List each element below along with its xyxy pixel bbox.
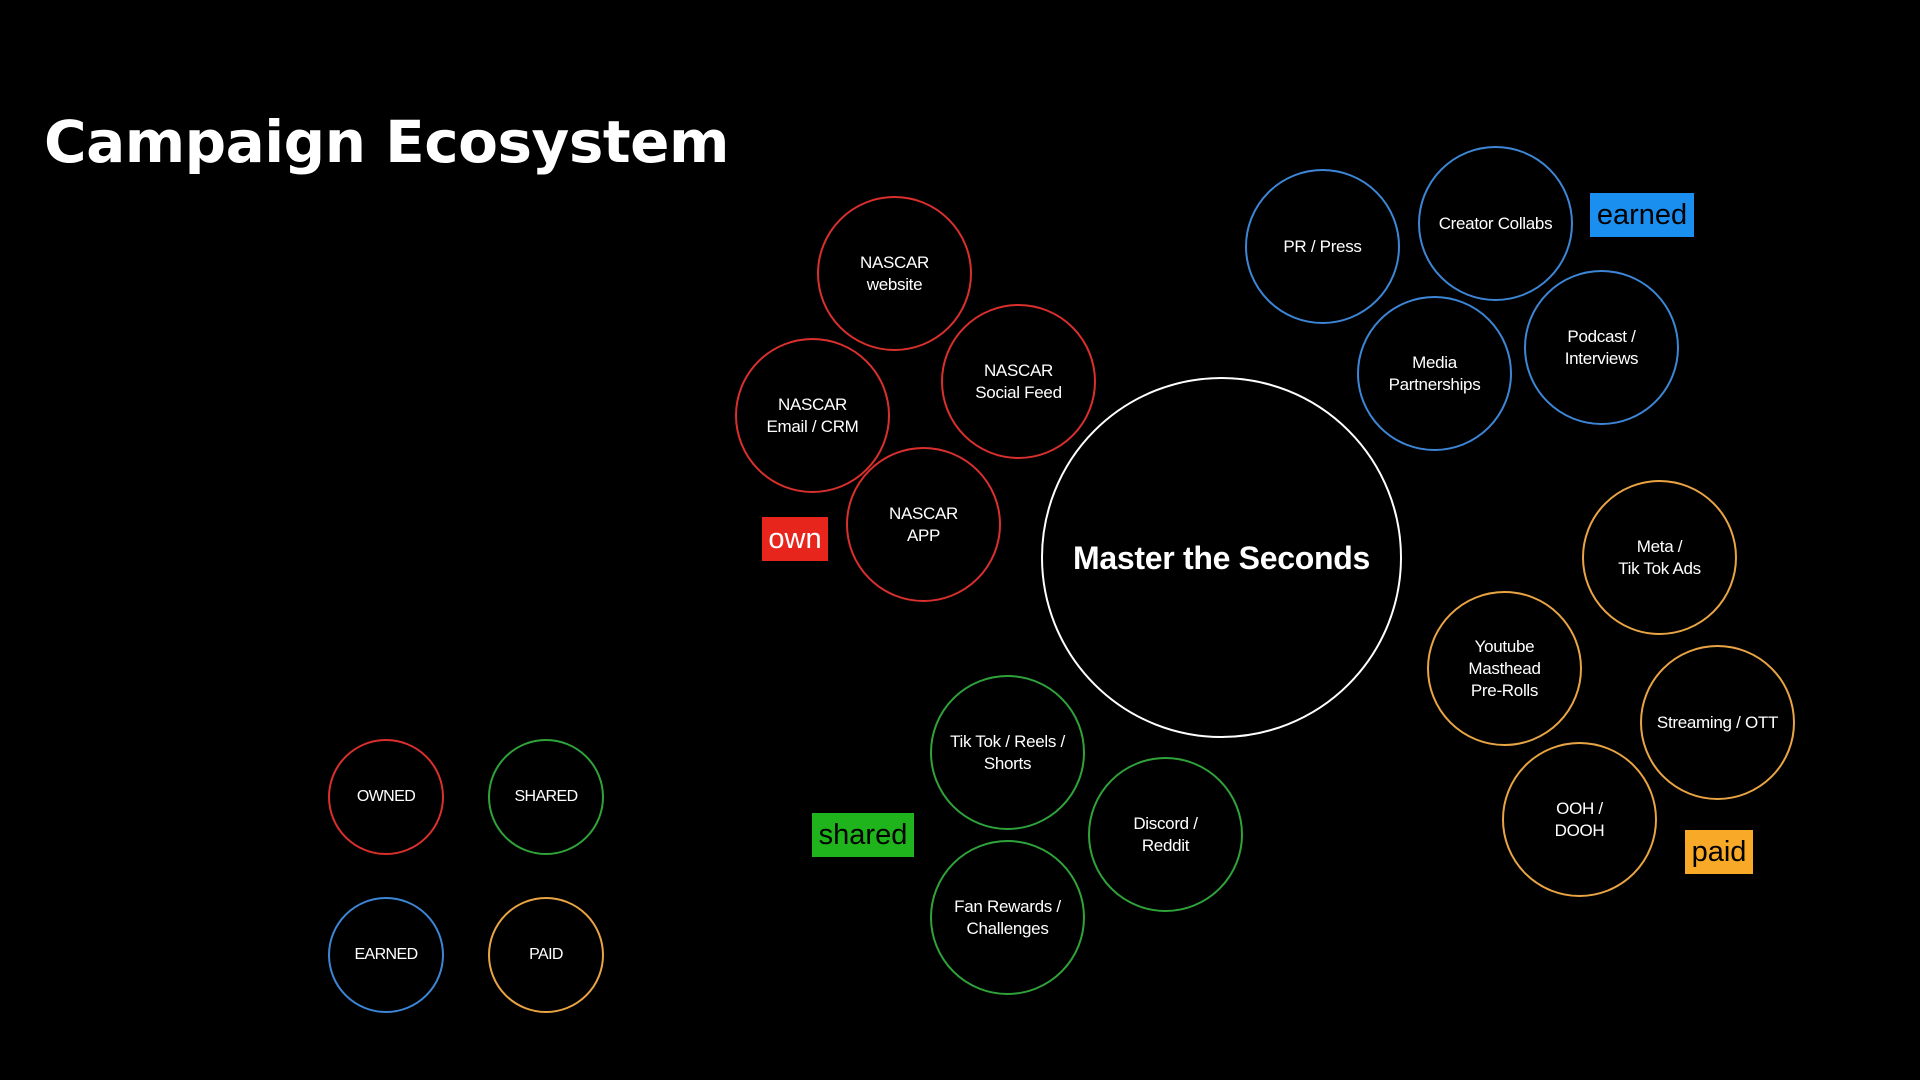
owned-node-social-feed: NASCAR Social Feed: [941, 304, 1096, 459]
owned-node-app: NASCAR APP: [846, 447, 1001, 602]
node-label: OOH / DOOH: [1554, 798, 1605, 840]
earned-node-pr-press: PR / Press: [1245, 169, 1400, 324]
legend-label: OWNED: [356, 788, 416, 805]
node-label: Discord / Reddit: [1133, 813, 1198, 855]
owned-node-email-crm: NASCAR Email / CRM: [735, 338, 890, 493]
node-label: PR / Press: [1283, 236, 1362, 256]
owned-tag: own: [762, 517, 828, 561]
node-label: Streaming / OTT: [1656, 712, 1779, 732]
owned-node-website: NASCAR website: [817, 196, 972, 351]
diagram-title: Campaign Ecosystem: [44, 108, 729, 176]
node-label: Fan Rewards / Challenges: [954, 896, 1061, 938]
legend-label: SHARED: [514, 788, 578, 805]
legend-shared: SHARED: [488, 739, 604, 855]
node-label: Creator Collabs: [1438, 213, 1553, 233]
earned-node-creator-collabs: Creator Collabs: [1418, 146, 1573, 301]
earned-tag: earned: [1590, 193, 1694, 237]
node-label: Tik Tok / Reels / Shorts: [950, 731, 1065, 773]
paid-tag: paid: [1685, 830, 1753, 874]
node-label: NASCAR website: [859, 252, 930, 294]
legend-earned: EARNED: [328, 897, 444, 1013]
earned-node-media-partnerships: Media Partnerships: [1357, 296, 1512, 451]
node-label: Youtube Masthead Pre-Rolls: [1468, 636, 1541, 700]
node-label: Media Partnerships: [1388, 352, 1481, 394]
shared-tag: shared: [812, 813, 914, 857]
node-label: Podcast / Interviews: [1564, 326, 1639, 368]
node-label: NASCAR APP: [888, 503, 959, 545]
node-label: Meta / Tik Tok Ads: [1618, 536, 1701, 578]
paid-node-ooh-dooh: OOH / DOOH: [1502, 742, 1657, 897]
paid-node-streaming-ott: Streaming / OTT: [1640, 645, 1795, 800]
center-node-label: Master the Seconds: [1073, 539, 1370, 576]
earned-node-podcast: Podcast / Interviews: [1524, 270, 1679, 425]
node-label: NASCAR Email / CRM: [766, 394, 859, 436]
legend-owned: OWNED: [328, 739, 444, 855]
shared-node-fan-rewards: Fan Rewards / Challenges: [930, 840, 1085, 995]
node-label: NASCAR Social Feed: [975, 360, 1062, 402]
paid-node-meta-tiktok-ads: Meta / Tik Tok Ads: [1582, 480, 1737, 635]
shared-node-discord-reddit: Discord / Reddit: [1088, 757, 1243, 912]
legend-label: EARNED: [354, 946, 418, 963]
shared-node-short-video: Tik Tok / Reels / Shorts: [930, 675, 1085, 830]
legend-label: PAID: [529, 946, 563, 963]
paid-node-youtube: Youtube Masthead Pre-Rolls: [1427, 591, 1582, 746]
center-node: Master the Seconds: [1041, 377, 1402, 738]
legend-paid: PAID: [488, 897, 604, 1013]
